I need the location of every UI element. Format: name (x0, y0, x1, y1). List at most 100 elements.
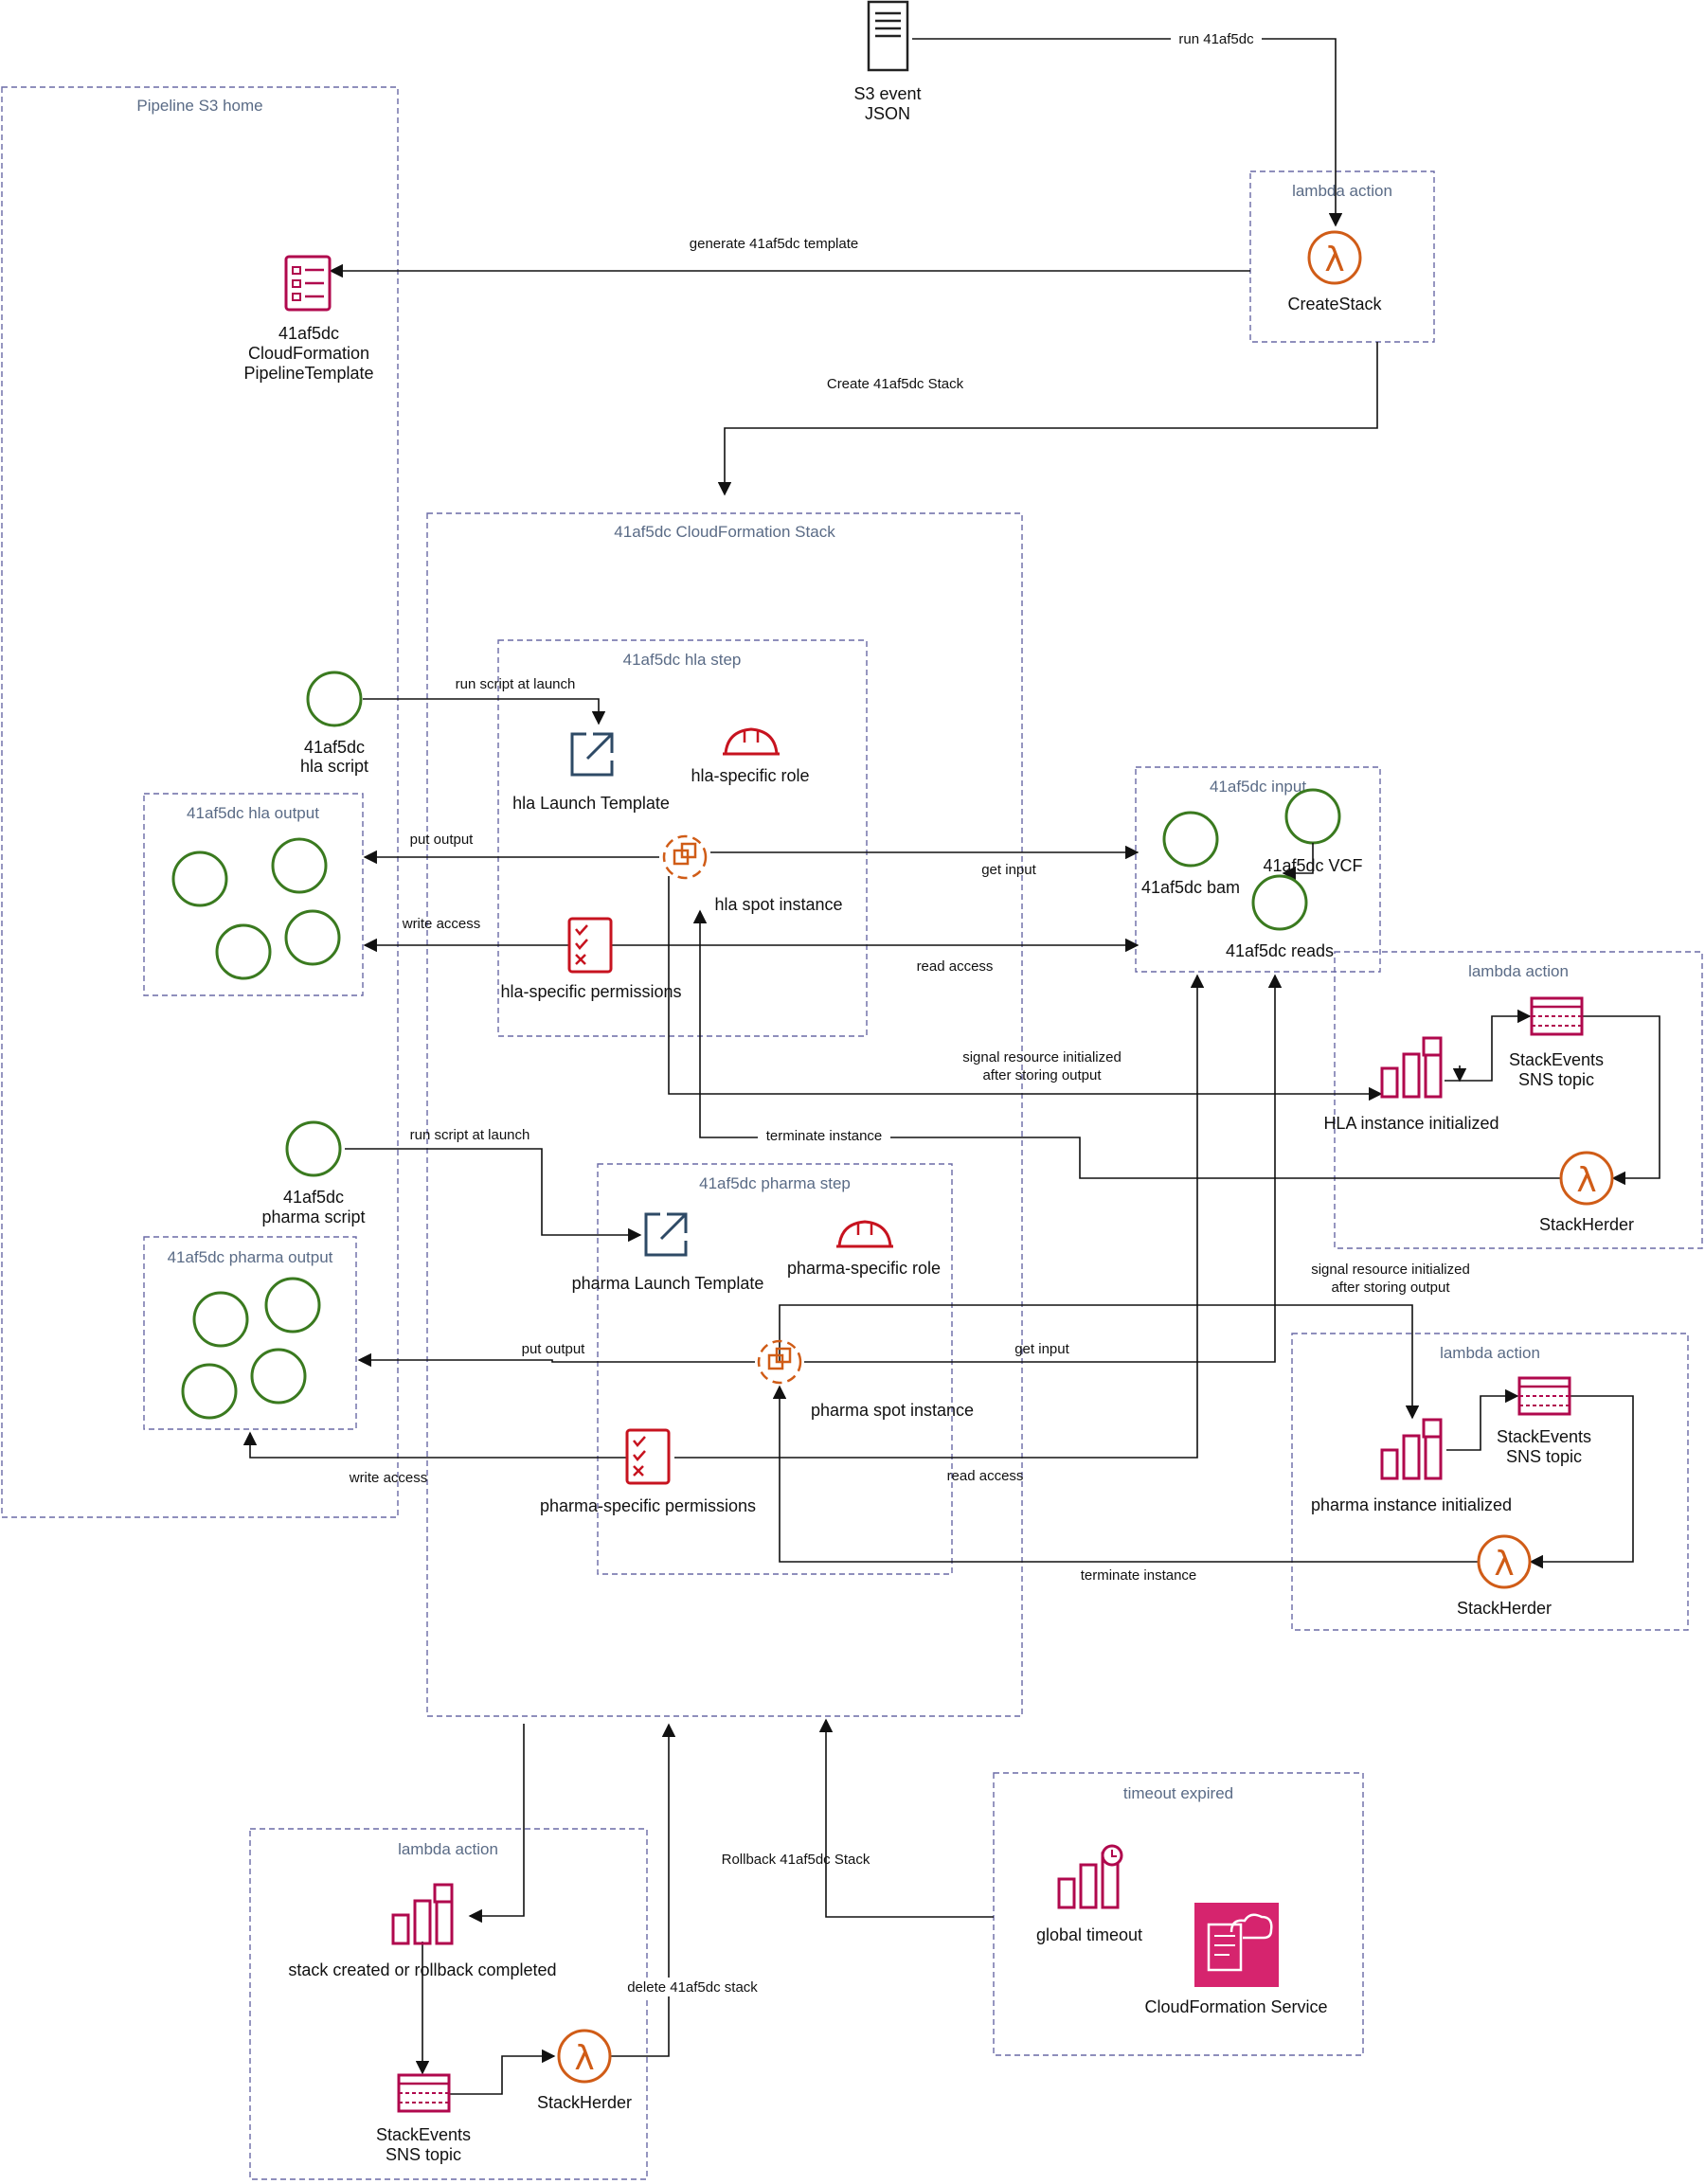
cloudformation-service-icon (1194, 1903, 1279, 1987)
pharma-instance-initialized-node[interactable]: pharma instance initialized (1311, 1418, 1512, 1514)
input-bam-node[interactable]: 41af5dc bam (1141, 811, 1240, 897)
group-timeout-expired: timeout expired (993, 1772, 1364, 2056)
pharma-spot-instance-node[interactable]: pharma spot instance (757, 1339, 974, 1420)
bucket-icon (271, 837, 328, 894)
template-label: PipelineTemplate (243, 364, 373, 383)
edge-label-pharma-signal-2: after storing output (1331, 1280, 1450, 1296)
bucket-icon (306, 671, 363, 727)
edge-label-pharma-signal-1: signal resource initialized (1311, 1262, 1470, 1278)
edge-label-pharma-write-access: write access (349, 1470, 428, 1486)
spot-instance-icon (757, 1339, 802, 1385)
s3-event-label: S3 event (853, 84, 921, 103)
stack-created-node[interactable]: stack created or rollback completed (288, 1883, 557, 1979)
edge-label-pharma-get-input: get input (1014, 1341, 1069, 1357)
edge-label-pharma-terminate: terminate instance (1081, 1567, 1197, 1584)
hla-permissions-label: hla-specific permissions (500, 982, 681, 1001)
hla-instance-initialized-label: HLA instance initialized (1323, 1114, 1499, 1133)
pharma-sns-topic-node[interactable]: StackEvents SNS topic (1497, 1376, 1591, 1466)
bucket-icon (264, 1277, 321, 1334)
bottom-sns-topic-node[interactable]: StackEvents SNS topic (376, 2073, 471, 2164)
cloudformation-service-node[interactable]: CloudFormation Service (1144, 1903, 1328, 2016)
bottom-sns-topic-label: StackEvents (376, 2125, 471, 2144)
sns-topic-icon (397, 2073, 451, 2113)
pharma-spot-instance-label: pharma spot instance (811, 1401, 974, 1420)
edge-label-hla-run-script: run script at launch (456, 676, 576, 692)
bucket-icon (285, 1120, 342, 1177)
edge-label-generate: generate 41af5dc template (690, 236, 858, 252)
group-title: 41af5dc hla step (623, 651, 742, 669)
input-reads-node[interactable]: 41af5dc reads (1226, 874, 1334, 960)
edge-label-pharma-run-script: run script at launch (410, 1127, 530, 1143)
pharma-permissions-node[interactable]: pharma-specific permissions (540, 1428, 756, 1515)
edge-rollback (818, 1718, 994, 1918)
hla-launch-template-node[interactable]: hla Launch Template (512, 732, 670, 813)
edge-bottom-sns-to-herder (449, 2049, 556, 2095)
role-helmet-icon (836, 1220, 893, 1248)
edge-stack-to-bottom-lambda (468, 1724, 525, 1924)
s3-event-node[interactable]: S3 event JSON (853, 0, 922, 123)
spot-instance-icon (662, 834, 708, 880)
event-bars-icon (391, 1883, 454, 1945)
bucket-icon (215, 923, 272, 980)
pharma-instance-initialized-label: pharma instance initialized (1311, 1495, 1512, 1514)
group-pipeline-s3-home: Pipeline S3 home (1, 86, 399, 1518)
group-title: lambda action (1440, 1344, 1540, 1362)
hla-instance-initialized-node[interactable]: HLA instance initialized (1323, 1036, 1499, 1133)
group-title: 41af5dc CloudFormation Stack (614, 523, 835, 541)
create-stack-lambda[interactable]: λ CreateStack (1287, 230, 1383, 313)
pharma-launch-template-node[interactable]: pharma Launch Template (572, 1212, 764, 1293)
bucket-icon (250, 1348, 307, 1405)
bucket-icon (1284, 788, 1341, 845)
group-title: timeout expired (1123, 1784, 1233, 1802)
edge-hla-signal (668, 876, 1383, 1101)
pharma-script-label: pharma script (261, 1208, 365, 1226)
group-lambda-pharma: lambda action (1291, 1333, 1689, 1631)
input-vcf-node[interactable]: 41af5dc VCF (1263, 788, 1363, 881)
edge-label-create: Create 41af5dc Stack (827, 376, 964, 392)
edge-pharma-put-output (357, 1352, 755, 1368)
hla-stack-herder-node[interactable]: λ StackHerder (1539, 1151, 1634, 1234)
global-timeout-label: global timeout (1036, 1925, 1142, 1944)
launch-template-icon (644, 1212, 688, 1257)
input-bam-label: 41af5dc bam (1141, 878, 1240, 897)
s3-event-label: JSON (865, 104, 910, 123)
hla-permissions-node[interactable]: hla-specific permissions (500, 917, 682, 1001)
hla-launch-template-label: hla Launch Template (512, 794, 670, 813)
hla-role-node[interactable]: hla-specific role (691, 727, 810, 785)
svg-text:λ: λ (1576, 1161, 1596, 1200)
hla-script-node[interactable]: 41af5dc hla script (300, 671, 368, 776)
pharma-sns-topic-label: SNS topic (1506, 1447, 1582, 1466)
svg-text:λ: λ (1324, 241, 1344, 279)
edge-label-hla-terminate: terminate instance (766, 1128, 883, 1144)
hla-sns-topic-node[interactable]: StackEvents SNS topic (1509, 996, 1604, 1089)
pharma-role-label: pharma-specific role (787, 1259, 941, 1278)
hla-spot-instance-node[interactable]: hla spot instance (662, 834, 843, 914)
pharma-stack-herder-node[interactable]: λ StackHerder (1457, 1534, 1552, 1618)
bucket-icon (181, 1363, 238, 1420)
pharma-script-node[interactable]: 41af5dc pharma script (261, 1120, 366, 1226)
hla-sns-topic-label: SNS topic (1518, 1070, 1594, 1089)
global-timeout-node[interactable]: global timeout (1036, 1844, 1142, 1944)
sns-topic-icon (1530, 996, 1584, 1036)
hla-script-label: 41af5dc (304, 738, 365, 757)
group-title: 41af5dc pharma output (168, 1248, 333, 1266)
lambda-icon: λ (1307, 230, 1362, 285)
edge-pharma-terminate (772, 1385, 1478, 1563)
pharma-role-node[interactable]: pharma-specific role (787, 1220, 941, 1278)
lambda-icon: λ (1477, 1534, 1532, 1589)
edge-label-hla-signal-2: after storing output (982, 1067, 1102, 1083)
group-input: 41af5dc input (1135, 766, 1381, 973)
group-title: lambda action (1468, 962, 1569, 980)
pharma-script-label: 41af5dc (283, 1188, 344, 1207)
bottom-stack-herder-node[interactable]: λ StackHerder (537, 2029, 632, 2112)
bottom-stack-herder-label: StackHerder (537, 2093, 632, 2112)
svg-text:λ: λ (574, 2039, 594, 2078)
bucket-icon (1162, 811, 1219, 868)
edge-label-pharma-put-output: put output (522, 1341, 586, 1357)
edge-label-hla-read-access: read access (917, 958, 994, 975)
edge-label-pharma-read-access: read access (947, 1468, 1024, 1484)
edge-pharma-get-input (804, 974, 1283, 1363)
group-title: 41af5dc hla output (187, 804, 319, 822)
cloudformation-template-node[interactable]: 41af5dc CloudFormation PipelineTemplate (243, 255, 374, 383)
lambda-icon: λ (1559, 1151, 1614, 1206)
